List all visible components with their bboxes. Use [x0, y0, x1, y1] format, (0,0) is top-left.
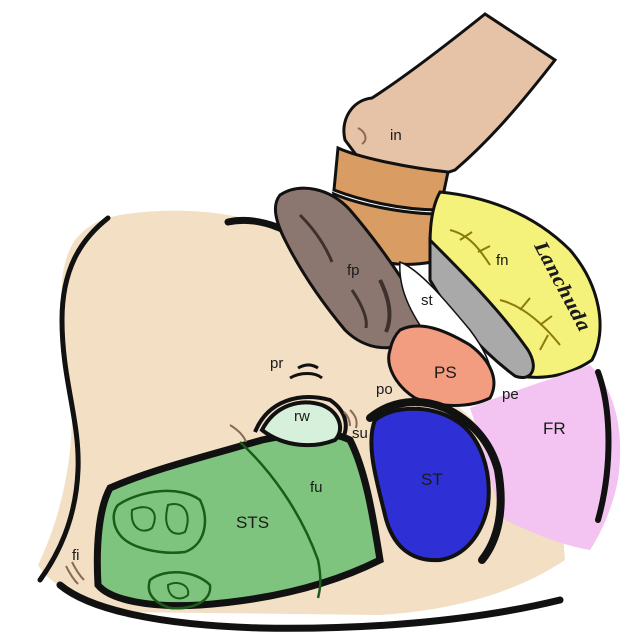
label-PS: PS [434, 363, 457, 382]
finger [344, 14, 555, 175]
label-FR: FR [543, 419, 566, 438]
label-st: st [421, 292, 434, 309]
label-fu: fu [310, 479, 323, 496]
label-su: su [352, 425, 368, 442]
label-pe: pe [502, 386, 519, 403]
label-STS: STS [236, 513, 269, 532]
label-rw: rw [294, 408, 310, 425]
label-fp: fp [347, 262, 360, 279]
label-ST: ST [421, 470, 443, 489]
label-pr: pr [270, 355, 283, 372]
label-fi: fi [72, 547, 80, 564]
label-fn: fn [496, 252, 509, 269]
label-po: po [376, 381, 393, 398]
label-in: in [390, 127, 402, 144]
